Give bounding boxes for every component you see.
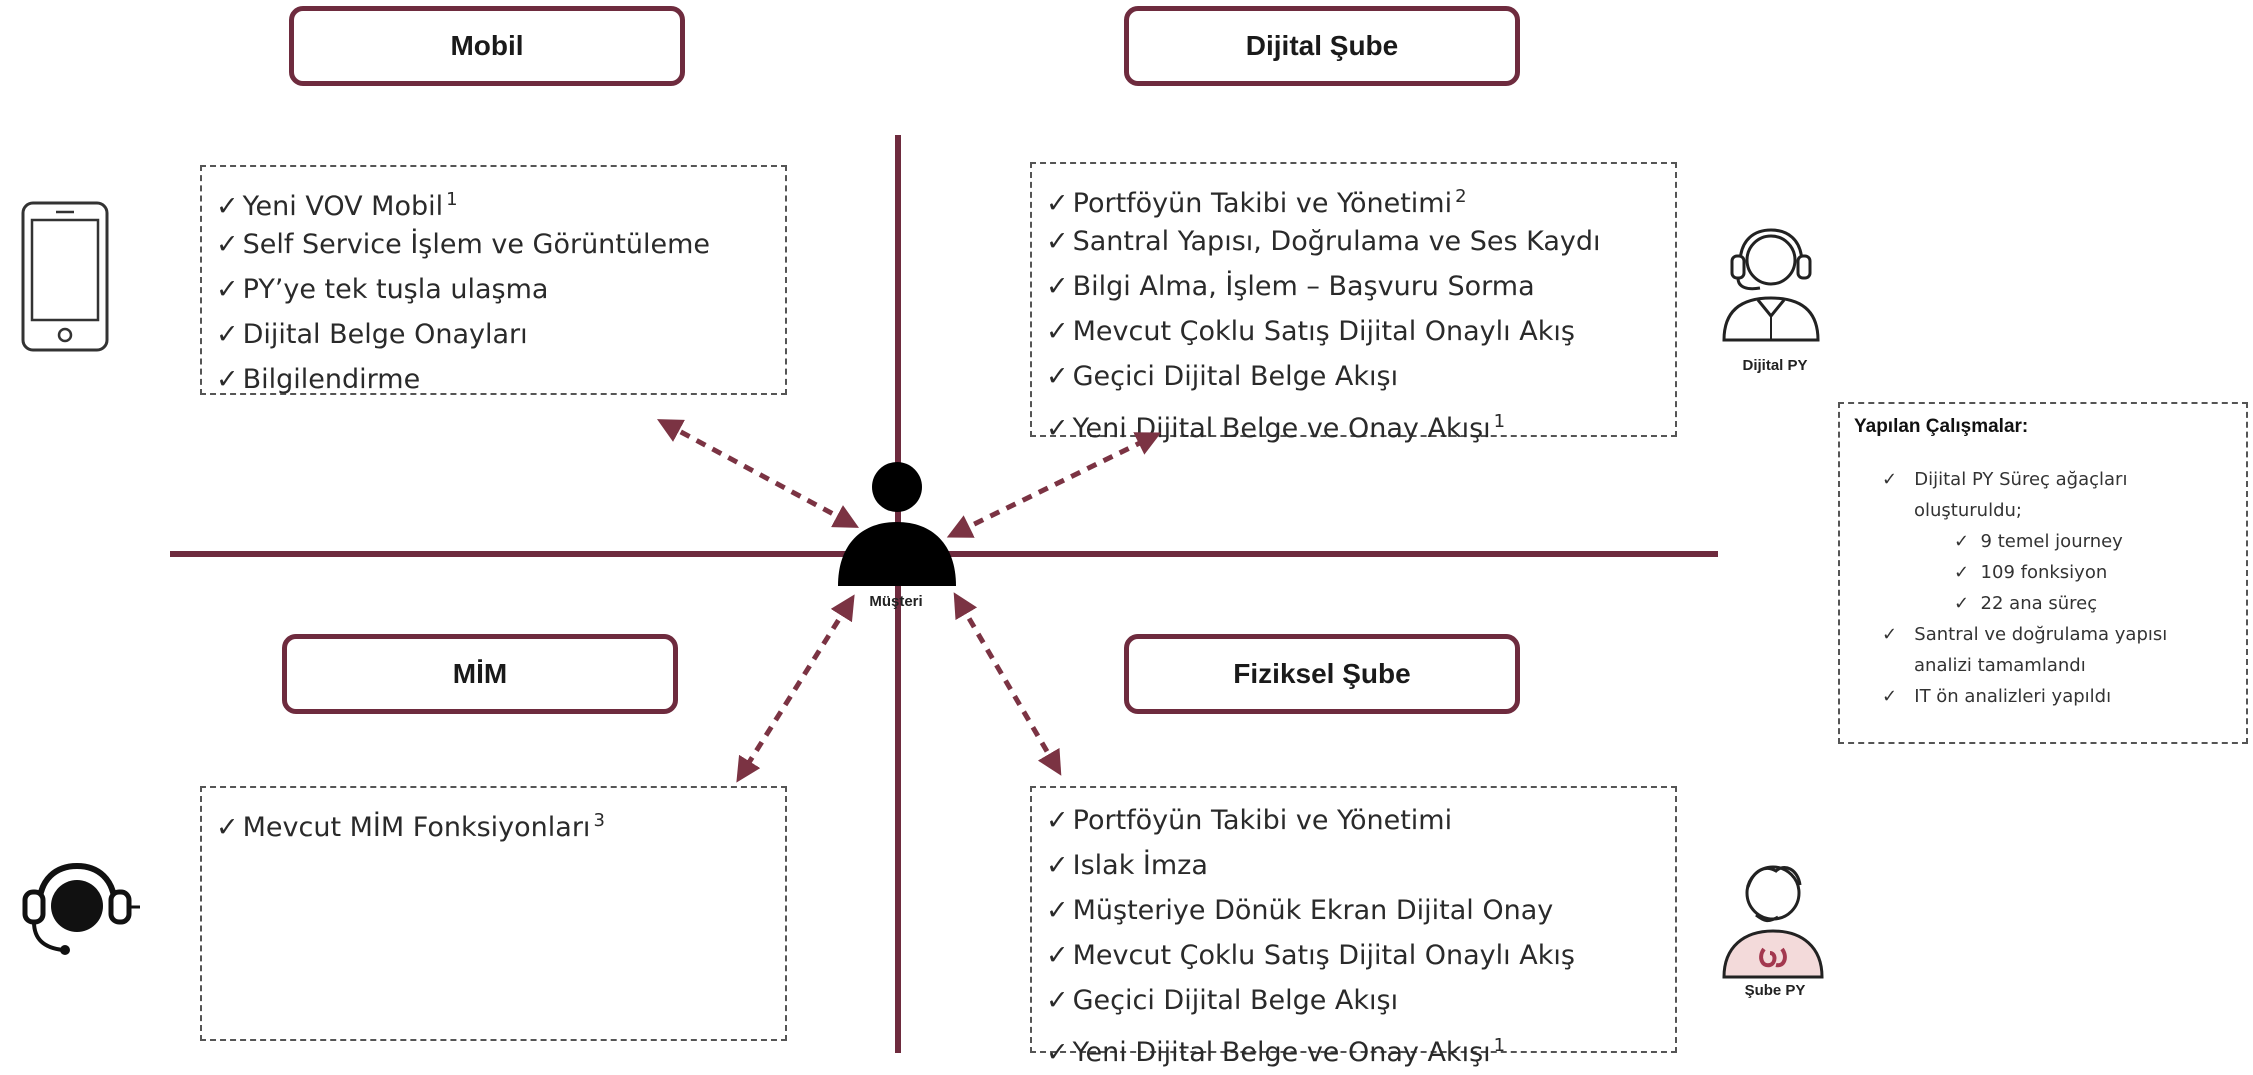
checkmark-icon: ✓ [1046, 226, 1069, 257]
list-item-text: Geçici Dijital Belge Akışı [1072, 985, 1399, 1016]
header-fiziksel-sube: Fiziksel Şube [1124, 634, 1520, 714]
checkmark-icon: ✓ [1046, 985, 1069, 1016]
phone-icon [21, 201, 109, 352]
vertical-axis-line [895, 135, 901, 1053]
list-item-text: Mevcut MİM Fonksiyonları [242, 812, 591, 843]
list-item-text: Portföyün Takibi ve Yönetimi [1072, 805, 1453, 836]
checkmark-icon: ✓ [1046, 413, 1069, 444]
list-item-text: Self Service İşlem ve Görüntüleme [242, 229, 711, 260]
checkmark-icon: ✓ [216, 229, 239, 260]
checkmark-icon: ✓ [216, 191, 239, 222]
panel-sub-line: ✓ 22 ana süreç [1954, 593, 2098, 614]
list-item: ✓Bilgi Alma, İşlem – Başvuru Sorma [1046, 264, 1661, 309]
customer-label: Müşteri [869, 593, 923, 610]
checkmark-icon: ✓ [216, 319, 239, 350]
list-item: ✓Santral Yapısı, Doğrulama ve Ses Kaydı [1046, 219, 1661, 264]
list-item: ✓Bilgilendirme [216, 357, 771, 402]
list-item-text: Mevcut Çoklu Satış Dijital Onaylı Akış [1072, 940, 1575, 971]
arrow-to-mim [736, 594, 855, 783]
checkmark-icon: ✓ [1046, 271, 1069, 302]
list-item-text: Bilgilendirme [242, 364, 421, 395]
panel-line: analizi tamamlandı [1914, 655, 2086, 676]
list-item: ✓Mevcut Çoklu Satış Dijital Onaylı Akış [1046, 933, 1661, 978]
list-item-text: Geçici Dijital Belge Akışı [1072, 361, 1399, 392]
panel-line: ✓ Santral ve doğrulama yapısı [1882, 624, 2168, 645]
panel-line: ✓ IT ön analizleri yapıldı [1882, 686, 2112, 707]
list-item-text: Mevcut Çoklu Satış Dijital Onaylı Akış [1072, 316, 1575, 347]
checkmark-icon: ✓ [1046, 850, 1069, 881]
list-item: ✓Geçici Dijital Belge Akışı [1046, 354, 1661, 399]
branch-agent-icon [1722, 865, 1824, 979]
list-item-text: PY’ye tek tuşla ulaşma [242, 274, 549, 305]
list-item: ✓Self Service İşlem ve Görüntüleme [216, 222, 771, 267]
list-item-text: Bilgi Alma, İşlem – Başvuru Sorma [1072, 271, 1535, 302]
list-item: ✓Portföyün Takibi ve Yönetimi [1046, 798, 1661, 843]
headset-person-icon [22, 862, 140, 955]
list-item-text: Müşteriye Dönük Ekran Dijital Onay [1072, 895, 1554, 926]
arrow-to-fiziksel [953, 592, 1062, 776]
footnote-marker: 1 [446, 189, 458, 210]
header-mim: MİM [282, 634, 678, 714]
footnote-marker: 2 [1455, 186, 1467, 207]
list-item-text: Dijital Belge Onayları [242, 319, 528, 350]
arrow-to-mobil [656, 419, 860, 528]
checkmark-icon: ✓ [216, 812, 239, 843]
footnote-marker: 1 [1493, 411, 1506, 432]
list-item-text: Portföyün Takibi ve Yönetimi [1072, 188, 1453, 219]
header-dijital-sube: Dijital Şube [1124, 6, 1520, 86]
checkmark-icon: ✓ [1046, 361, 1069, 392]
list-item-text: Islak İmza [1072, 850, 1208, 881]
fiziksel-item-list: ✓Portföyün Takibi ve Yönetimi✓Islak İmza… [1030, 786, 1677, 1068]
list-item: ✓Islak İmza [1046, 843, 1661, 888]
checkmark-icon: ✓ [216, 274, 239, 305]
list-item: ✓PY’ye tek tuşla ulaşma [216, 267, 771, 312]
checkmark-icon: ✓ [1046, 940, 1069, 971]
arrow-to-dijital [946, 432, 1162, 538]
panel-sub-line: ✓ 109 fonksiyon [1954, 562, 2108, 583]
panel-line: oluşturuldu; [1914, 500, 2022, 521]
yapilan-calismalar-panel: Yapılan Çalışmalar: ✓ Dijital PY Süreç a… [1838, 402, 2248, 744]
call-center-agent-icon [1722, 228, 1820, 342]
checkmark-icon: ✓ [1046, 316, 1069, 347]
list-item: ✓Müşteriye Dönük Ekran Dijital Onay [1046, 888, 1661, 933]
customer-person-icon [838, 462, 956, 586]
footnote-marker: 1 [1493, 1035, 1506, 1056]
list-item-text: Yeni Dijital Belge ve Onay Akışı [1072, 413, 1491, 444]
checkmark-icon: ✓ [1046, 895, 1069, 926]
list-item: ✓Dijital Belge Onayları [216, 312, 771, 357]
list-item: ✓Mevcut Çoklu Satış Dijital Onaylı Akış [1046, 309, 1661, 354]
checkmark-icon: ✓ [1046, 188, 1069, 219]
list-item: ✓Geçici Dijital Belge Akışı [1046, 978, 1661, 1023]
list-item-text: Yeni VOV Mobil [242, 191, 444, 222]
panel-line: ✓ Dijital PY Süreç ağaçları [1882, 469, 2128, 490]
sube-py-caption: Şube PY [1744, 982, 1806, 999]
list-item-text: Santral Yapısı, Doğrulama ve Ses Kaydı [1072, 226, 1601, 257]
panel-title: Yapılan Çalışmalar: [1854, 416, 2029, 437]
panel-sub-line: ✓ 9 temel journey [1954, 531, 2123, 552]
checkmark-icon: ✓ [216, 364, 239, 395]
header-mobil: Mobil [289, 6, 685, 86]
dijital-py-caption: Dijital PY [1742, 357, 1808, 374]
checkmark-icon: ✓ [1046, 805, 1069, 836]
footnote-marker: 3 [593, 810, 605, 831]
